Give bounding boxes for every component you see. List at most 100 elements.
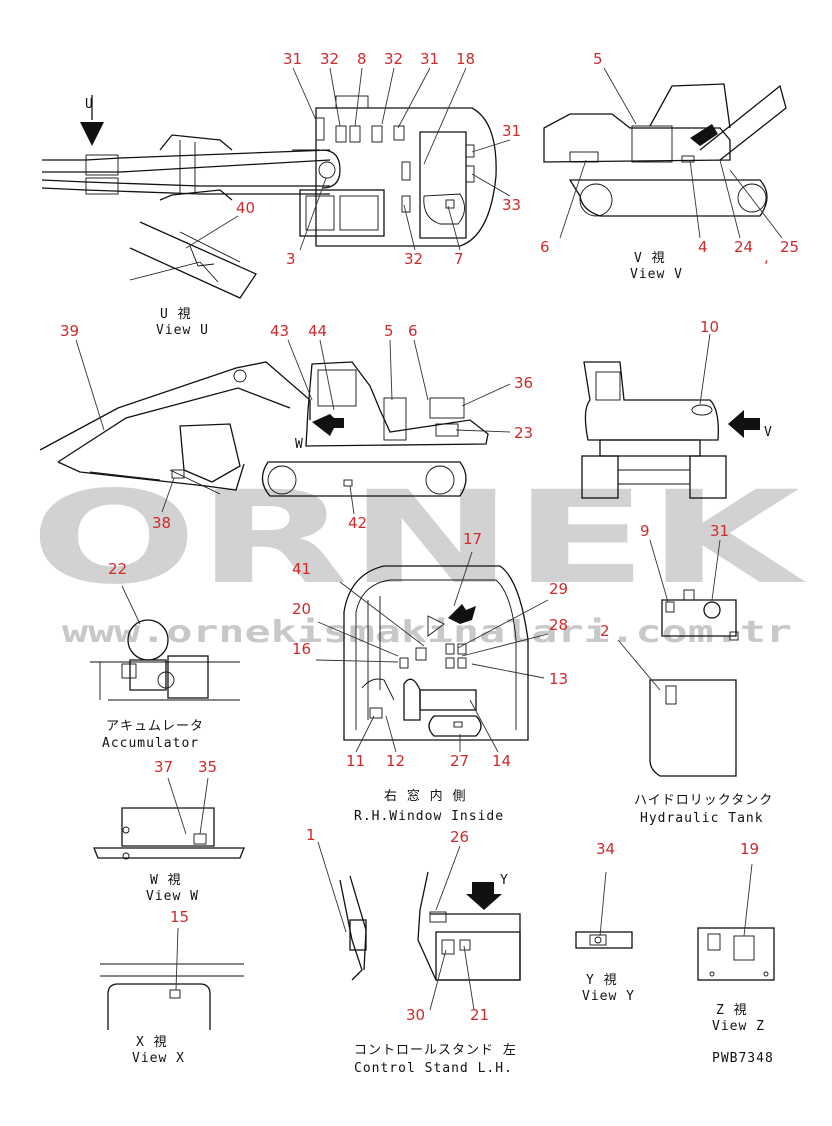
callout: 27 [450, 752, 469, 770]
side-view-drawing [39, 339, 511, 515]
callout: 12 [386, 752, 405, 770]
callout: 16 [292, 640, 311, 658]
view-letter-v: V [764, 425, 773, 440]
callout: 5 [384, 322, 394, 340]
callout: 3 [286, 250, 296, 268]
hydraulic-tank-jp: ハイドロリックタンク [634, 793, 773, 808]
top-view-drawing [41, 95, 497, 247]
callout: 24 [734, 238, 753, 256]
callout: 31 [502, 122, 521, 140]
callout: 15 [170, 908, 189, 926]
callout: 42 [348, 514, 367, 532]
rear-view-drawing [581, 333, 760, 499]
callout: 18 [456, 50, 475, 68]
callout: 32 [320, 50, 339, 68]
window-inside-jp: 右 窓 内 側 [384, 788, 466, 804]
callout: 40 [236, 199, 255, 217]
watermark: ORNEK www.ornekismakinalari.com.tr [30, 464, 807, 650]
callout: 19 [740, 840, 759, 858]
top-view-leaders [292, 67, 511, 251]
callout: 20 [292, 600, 311, 618]
callout: 1 [306, 826, 316, 844]
watermark-logo: ORNEK [30, 464, 807, 613]
callout: 13 [549, 670, 568, 688]
callout-comma: , [764, 248, 769, 266]
accumulator-jp: アキュムレータ [106, 719, 204, 734]
callout: 7 [454, 250, 464, 268]
control-stand-en: Control Stand L.H. [354, 1061, 513, 1076]
view-u-drawing [129, 215, 257, 299]
callout: 43 [270, 322, 289, 340]
view-letter-w: W [295, 437, 304, 452]
control-stand-drawing [317, 841, 521, 1011]
view-w-drawing [93, 777, 245, 860]
view-y-en: View Y [582, 989, 635, 1004]
view-w-callouts: 37 35 [154, 758, 217, 776]
callout: 28 [549, 616, 568, 634]
accumulator-drawing [90, 585, 240, 701]
callout: 32 [384, 50, 403, 68]
hydraulic-tank-drawing [617, 539, 739, 777]
callout: 37 [154, 758, 173, 776]
hydraulic-tank-en: Hydraulic Tank [640, 811, 764, 826]
callout: 21 [470, 1006, 489, 1024]
view-w-jp: W 視 [150, 873, 182, 888]
control-stand-jp: コントロールスタンド 左 [354, 1043, 517, 1058]
callout: 5 [593, 50, 603, 68]
callout: 10 [700, 318, 719, 336]
callout: 35 [198, 758, 217, 776]
view-w-en: View W [146, 889, 199, 904]
watermark-url: www.ornekismakinalari.com.tr [62, 615, 792, 650]
view-z-jp: Z 視 [716, 1003, 748, 1018]
view-y-jp: Y 視 [586, 973, 618, 988]
callout: 23 [514, 424, 533, 442]
callout: 30 [406, 1006, 425, 1024]
callout: 11 [346, 752, 365, 770]
view-letter-y: Y [500, 873, 509, 888]
callout: 25 [780, 238, 799, 256]
view-v-jp: V 視 [634, 251, 666, 266]
view-v-drawing [543, 67, 787, 239]
callout: 41 [292, 560, 311, 578]
callout: 4 [698, 238, 708, 256]
view-letter-u: U [85, 97, 94, 112]
view-u-jp: U 視 [160, 307, 192, 322]
view-u-en: View U [156, 323, 209, 338]
view-v-en: View V [630, 267, 683, 282]
view-x-en: View X [132, 1051, 185, 1066]
callout: 2 [600, 622, 610, 640]
callout: 36 [514, 374, 533, 392]
callout: 14 [492, 752, 511, 770]
callout: 26 [450, 828, 469, 846]
window-inside-drawing [315, 551, 549, 753]
callout: 6 [408, 322, 418, 340]
view-x-jp: X 視 [136, 1035, 168, 1050]
top-view-callouts: 31 32 8 32 31 18 31 33 40 3 32 7 [236, 50, 521, 268]
control-stand-callouts: 1 26 30 21 [306, 826, 489, 1024]
callout: 44 [308, 322, 327, 340]
hydraulic-tank-callouts: 9 31 2 [600, 522, 729, 640]
view-z-en: View Z [712, 1019, 765, 1034]
callout: 38 [152, 514, 171, 532]
view-z-drawing [697, 863, 775, 981]
view-v-callouts: 5 6 4 24 , 25 [540, 50, 799, 266]
callout: 33 [502, 196, 521, 214]
drawing-number: PWB7348 [712, 1051, 774, 1066]
view-y-drawing [575, 871, 633, 949]
callout: 31 [710, 522, 729, 540]
callout: 8 [357, 50, 367, 68]
window-inside-callouts: 17 41 20 16 29 28 13 11 12 27 14 [292, 530, 568, 770]
callout: 6 [540, 238, 550, 256]
side-view-callouts: 39 43 44 5 6 36 23 38 42 [60, 322, 533, 532]
callout: 9 [640, 522, 650, 540]
callout: 34 [596, 840, 615, 858]
window-inside-en: R.H.Window Inside [354, 809, 504, 824]
callout: 22 [108, 560, 127, 578]
callout: 31 [283, 50, 302, 68]
accumulator-en: Accumulator [102, 736, 199, 751]
callout: 31 [420, 50, 439, 68]
callout: 17 [463, 530, 482, 548]
callout: 32 [404, 250, 423, 268]
view-x-drawing [100, 927, 244, 1030]
